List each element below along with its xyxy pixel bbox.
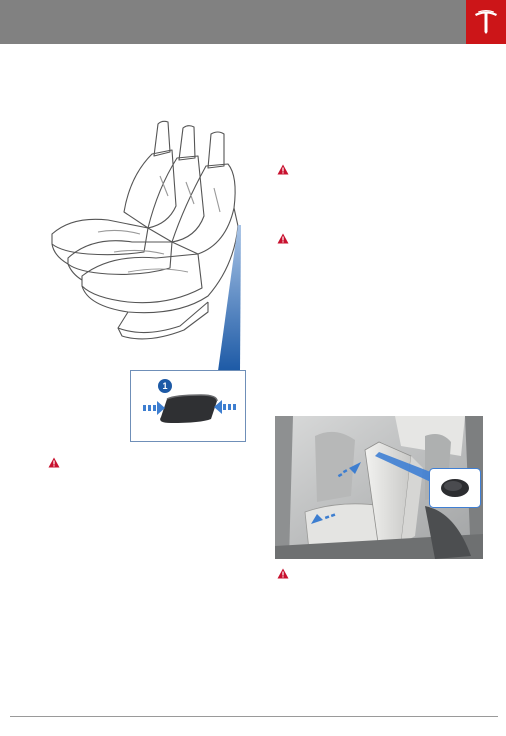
warning-triangle-icon: [277, 164, 289, 175]
release-button-inset-icon: [429, 468, 481, 508]
tesla-logo-icon: [475, 10, 497, 34]
warning-triangle-icon: [277, 233, 289, 244]
seat-release-button-icon: [143, 394, 236, 423]
callout-leader: [218, 225, 241, 371]
warning-triangle-icon: [48, 457, 60, 468]
seat-fold-photo: [275, 416, 483, 559]
page-header-bar: [0, 0, 506, 44]
warning-triangle-icon: [277, 568, 289, 579]
brand-logo: [466, 0, 506, 44]
footer-divider: [10, 716, 498, 717]
rear-seats-illustration-icon: [51, 120, 239, 340]
callout-number-1: 1: [158, 379, 172, 393]
seat-release-callout: 1: [130, 370, 246, 442]
